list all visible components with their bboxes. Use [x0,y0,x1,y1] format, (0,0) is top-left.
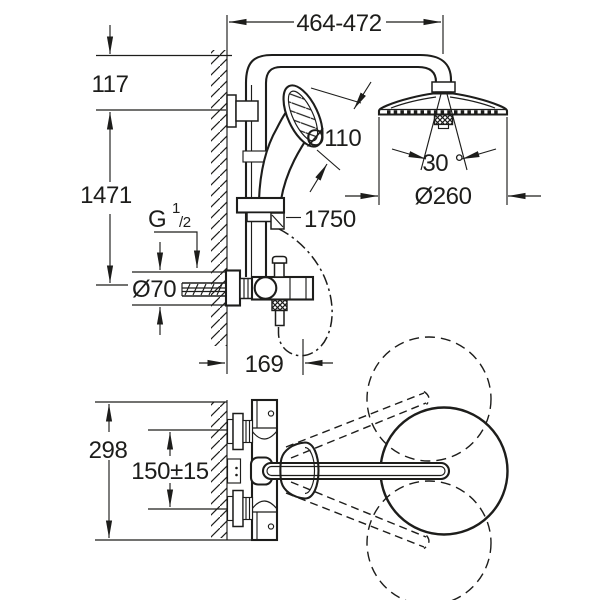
hand-shower-holder [235,196,286,230]
inlet-union-bottom [226,489,254,528]
dimension-head-tilt: 30 ° [391,93,497,177]
thread-label-denominator: /2 [179,214,191,231]
shower-arm [244,53,453,84]
wall-section-side-view [211,15,228,374]
screw-bottom [267,523,275,530]
arm-inner-edge [264,65,438,84]
lower-ball-joint [433,113,454,126]
arm-outer-edge [244,53,453,84]
dimension-handshower-diameter: Ø110 [306,81,372,193]
connection-nut [239,277,253,300]
dimension-column-height: 1471 [80,112,132,286]
dimension-hose-length: 1750 [286,206,356,233]
dimension-head-diameter: Ø260 [345,117,541,210]
diverter-knob [271,255,288,264]
dim-label-inlet-spacing: 150±15 [131,458,209,485]
dimension-arm-drop: 117 [91,25,232,111]
inlet-union-top [226,412,254,451]
hand-shower-face [287,90,319,142]
dimension-body-span: 298 [89,401,278,541]
dim-label-head-diameter: Ø260 [414,183,471,210]
dim-label-body-span: 298 [89,437,128,464]
head-position-up-dashed [366,336,492,462]
wall-bracket [226,94,259,128]
dim-label-handshower-diameter: Ø110 [306,125,361,152]
dim-label-arm-drop: 117 [91,71,128,98]
head-position-down-dashed [366,480,492,600]
shower-hose [277,228,333,357]
wall-hatching [211,50,227,346]
diverter-stem [273,262,285,278]
wall-section-top-view [211,400,228,540]
wall-hatching-bottom [211,402,227,538]
dim-label-rosette-diameter: Ø70 [132,276,176,303]
temperature-knob [253,276,278,300]
dimension-inlet-spacing: 150±15 [131,429,227,510]
hose-outlet-pipe [274,309,285,327]
wall-rosette [224,269,242,307]
supply-nipple [181,282,226,297]
dimension-rosette-diameter: Ø70 [132,242,240,335]
shower-arm-top-view [261,461,451,481]
thread-label-base: G [148,206,166,233]
dim-label-head-tilt: 30 ° [422,150,463,177]
dimension-wall-to-head: 464-472 [229,10,444,54]
thermostat-top-view [226,398,451,542]
thread-callout: G 1 /2 [148,200,201,268]
dim-label-wall-to-hose: 169 [245,351,284,378]
ball-joint-nut [431,81,456,93]
dim-label-column-height: 1471 [80,182,132,209]
center-bracket [226,458,242,484]
hand-shower [257,84,324,202]
thread-label-numerator: 1 [172,200,180,217]
dim-label-hose-length: 1750 [304,206,356,233]
dimension-wall-to-hose: 169 [199,339,333,378]
screw-top [267,410,275,417]
thermostat-valve-side [224,255,315,327]
dim-label-wall-to-head: 464-472 [296,10,381,37]
head-shower [377,81,509,130]
hose-outlet-nut [271,298,288,312]
hand-shower-top-view [279,441,320,500]
swivel-arm-positions [285,390,430,550]
